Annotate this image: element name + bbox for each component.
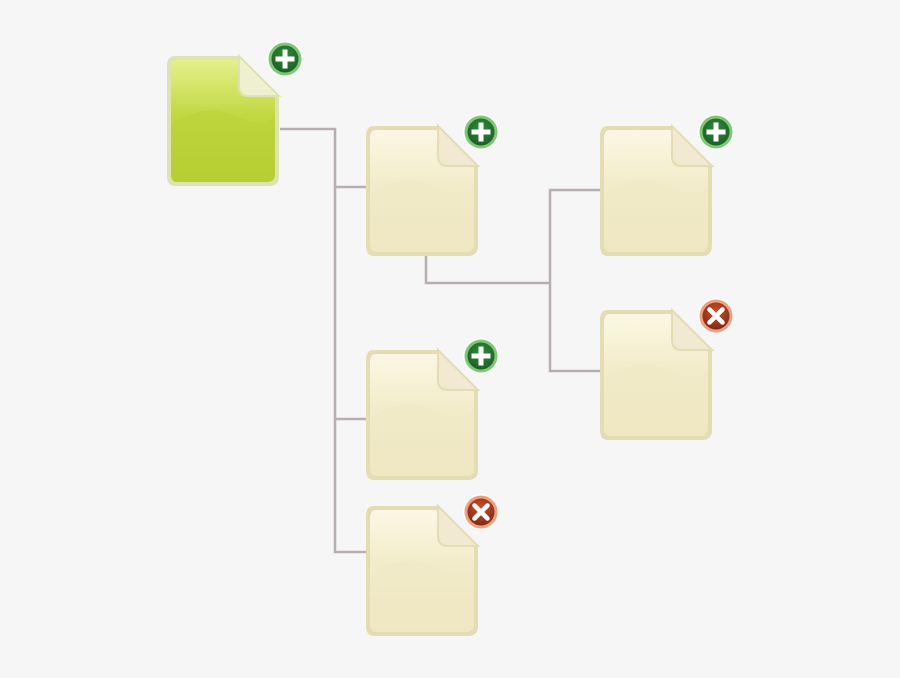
plus-icon [267, 41, 303, 77]
connector-root-c [333, 419, 366, 554]
add-badge-d[interactable] [697, 113, 735, 151]
add-badge-root[interactable] [266, 40, 304, 78]
close-icon [463, 494, 499, 530]
document-node-b[interactable] [364, 347, 481, 482]
document-node-a[interactable] [364, 123, 481, 258]
connector-root-a [280, 127, 366, 189]
add-badge-a[interactable] [462, 113, 500, 151]
plus-icon [463, 338, 499, 374]
plus-icon [698, 114, 734, 150]
document-node-root[interactable] [165, 53, 282, 188]
remove-badge-e[interactable] [697, 297, 735, 335]
document-node-e[interactable] [598, 307, 715, 442]
document-icon [366, 347, 481, 480]
connector-root-b [333, 187, 366, 421]
document-icon [366, 123, 481, 256]
remove-badge-c[interactable] [462, 493, 500, 531]
document-node-c[interactable] [364, 503, 481, 638]
close-icon [698, 298, 734, 334]
document-icon [366, 503, 481, 636]
document-icon [600, 123, 715, 256]
add-badge-b[interactable] [462, 337, 500, 375]
plus-icon [463, 114, 499, 150]
document-node-d[interactable] [598, 123, 715, 258]
connector-group [280, 127, 601, 554]
document-icon [600, 307, 715, 440]
connector-a-e [548, 283, 601, 373]
document-icon [167, 53, 282, 186]
